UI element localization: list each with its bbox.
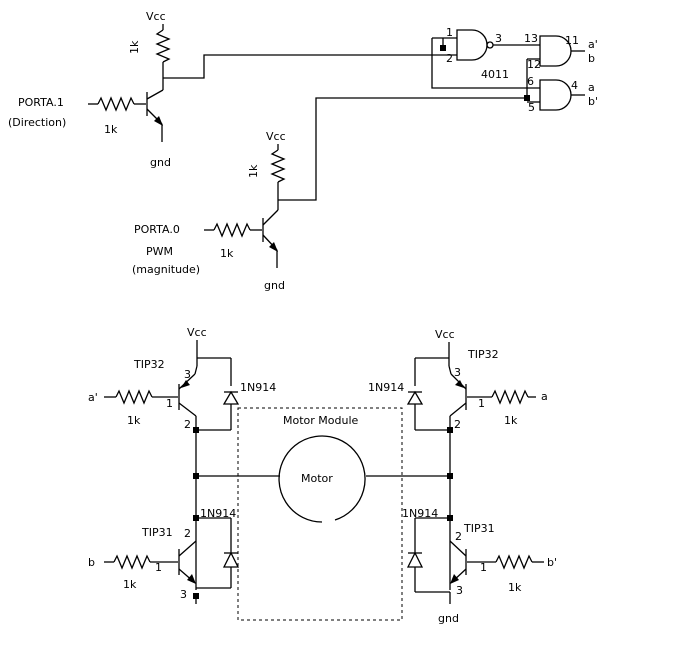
gnd-label: gnd (438, 612, 459, 625)
nand-bubble (486, 41, 494, 49)
pin-1: 1 (478, 397, 485, 410)
base-resistor-label: 1k (508, 581, 522, 594)
gnd-label: gnd (150, 156, 171, 169)
logic-4011: 1 2 3 13 12 11 a' b 6 5 4 a b' 4011 (431, 26, 598, 114)
direction-stage: Vcc 1k PORTA.1 (Direction) 1k gnd (8, 10, 432, 169)
diode-label: 1N914 (200, 507, 236, 520)
vcc-label: Vcc (435, 328, 455, 341)
collector-resistor-label: 1k (247, 164, 260, 178)
pin-2: 2 (446, 52, 453, 65)
diode-left-upper (222, 390, 240, 405)
porta1-label: PORTA.1 (18, 96, 64, 109)
and-gate-lower (539, 79, 572, 111)
diode-label: 1N914 (368, 381, 404, 394)
base-resistor-label: 1k (127, 414, 141, 427)
pin-2: 2 (184, 418, 191, 431)
vcc-label: Vcc (266, 130, 286, 143)
out-a: a (588, 81, 595, 94)
diode-label: 1N914 (240, 381, 276, 394)
input-a-prime: a' (88, 391, 98, 404)
pin-3: 3 (495, 32, 502, 45)
base-resistor-label: 1k (220, 247, 234, 260)
pin-3: 3 (184, 368, 191, 381)
diode-left-lower (222, 551, 240, 568)
pin-4: 4 (571, 79, 578, 92)
pin-11: 11 (565, 34, 579, 47)
out-b: b (588, 52, 595, 65)
pin-3: 3 (456, 584, 463, 597)
pwm-stage: Vcc 1k PORTA.0 PWM (magnitude) 1k gnd (132, 97, 527, 292)
motor-circle (278, 435, 366, 523)
chip-label: 4011 (481, 68, 509, 81)
and-gate-upper (539, 35, 572, 67)
motor-module-label: Motor Module (283, 414, 359, 427)
base-resistor-label: 1k (123, 578, 137, 591)
tip32-label: TIP32 (133, 358, 165, 371)
right-upper-tip32: Vcc TIP32 3 1N914 2 1 1k a (368, 328, 548, 590)
pin-2: 2 (455, 530, 462, 543)
motor-label: Motor (301, 472, 333, 485)
out-a-prime: a' (588, 38, 598, 51)
right-lower-tip31: 1N914 TIP31 2 1 1k b' 3 gnd (366, 473, 557, 625)
vcc-label: Vcc (187, 326, 207, 339)
out-b-prime: b' (588, 95, 598, 108)
tip31-label: TIP31 (141, 526, 173, 539)
base-resistor-label: 1k (104, 123, 118, 136)
gnd-label: gnd (264, 279, 285, 292)
input-a: a (541, 390, 548, 403)
pin-3: 3 (454, 366, 461, 379)
diode-label: 1N914 (402, 507, 438, 520)
pin-1: 1 (446, 26, 453, 39)
tip31-label: TIP31 (463, 522, 495, 535)
base-resistor-label: 1k (504, 414, 518, 427)
nand-gate-1 (456, 29, 488, 61)
pin-13: 13 (524, 32, 538, 45)
tip32-label: TIP32 (467, 348, 499, 361)
left-lower-tip31: 1N914 TIP31 2 b 1k 1 3 (88, 473, 280, 604)
porta0-label: PORTA.0 (134, 223, 180, 236)
pin-1: 1 (166, 397, 173, 410)
collector-resistor-label: 1k (128, 40, 141, 54)
pin-1: 1 (155, 561, 162, 574)
pin-3: 3 (180, 588, 187, 601)
pin-5: 5 (528, 101, 535, 114)
pin-12: 12 (527, 58, 541, 71)
input-b-prime: b' (547, 556, 557, 569)
input-b: b (88, 556, 95, 569)
pin-1: 1 (480, 561, 487, 574)
motor-module-box (237, 407, 403, 621)
magnitude-label: (magnitude) (132, 263, 200, 276)
left-upper-tip32: Vcc TIP32 3 a' 1k 1 2 1N914 (88, 326, 276, 590)
direction-label: (Direction) (8, 116, 66, 129)
vcc-label: Vcc (146, 10, 166, 23)
diode-right-upper (406, 390, 424, 405)
pin-6: 6 (527, 75, 534, 88)
motor-module: Motor Module Motor (237, 407, 403, 621)
pwm-label: PWM (146, 245, 173, 258)
pin-2: 2 (184, 527, 191, 540)
diode-right-lower (406, 551, 424, 568)
pin-2: 2 (454, 418, 461, 431)
